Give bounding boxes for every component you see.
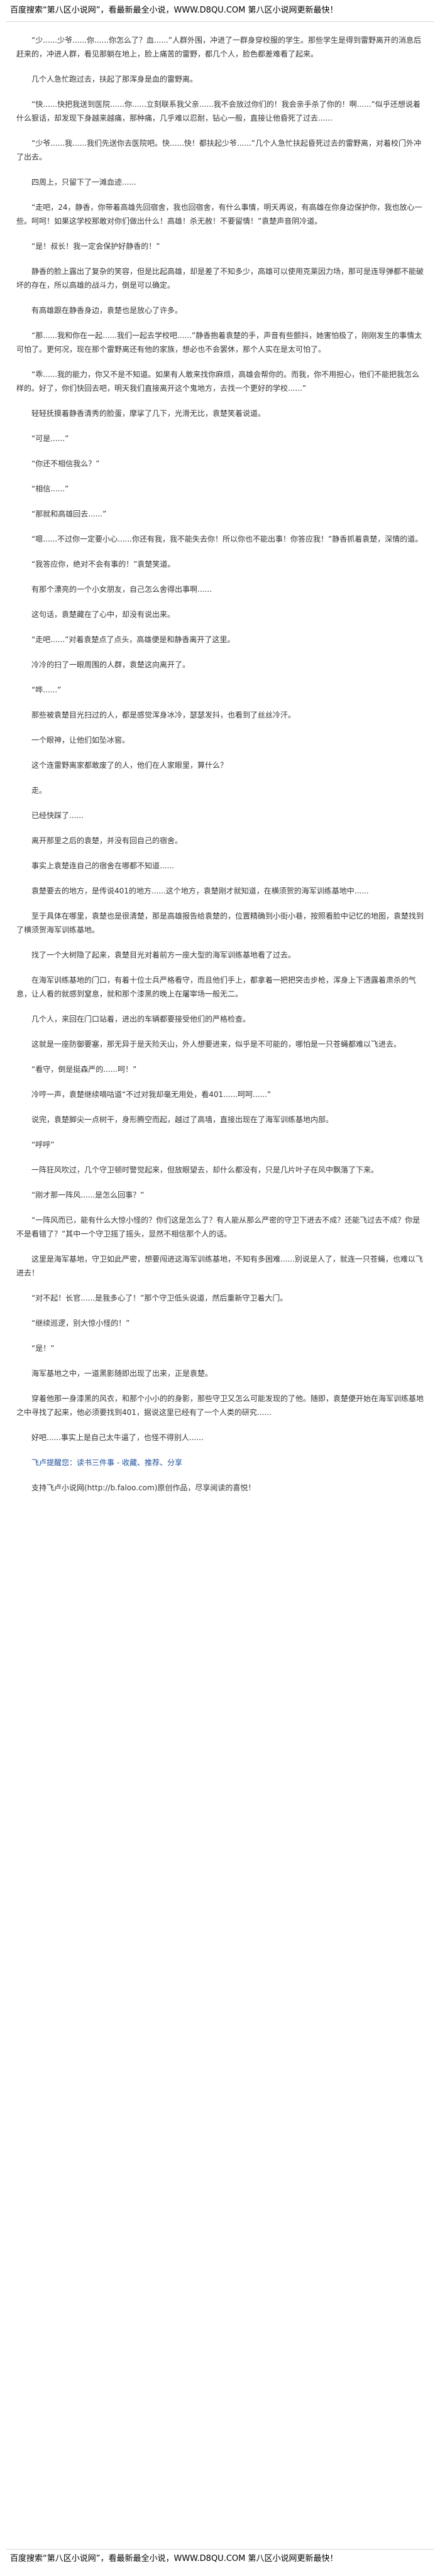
paragraph: 那些被袁楚目光扫过的人，都是感觉浑身冰冷，瑟瑟发抖，也看到了丝丝冷汗。 bbox=[31, 711, 296, 719]
paragraph: 一阵狂风吹过，几个守卫顿时警觉起来，但放眼望去，却什么都没有，只是几片叶子在风中… bbox=[31, 1165, 379, 1174]
paragraph: 说完，袁楚脚尖一点树干，身形腾空而起，越过了高墙，直接出现在了海军训练基地内部。 bbox=[31, 1115, 334, 1124]
paragraph: “那......我和你在一起......我们一起去学校吧......”静香抱着袁… bbox=[16, 331, 422, 354]
paragraph: “看守，倒是挺森严的......呵！” bbox=[31, 1065, 137, 1074]
paragraph: “是！” bbox=[31, 1344, 55, 1353]
bottom-banner: 百度搜索“第八区小说网”，看最新最全小说，WWW.D8QU.COM 第八区小说网… bbox=[6, 2549, 434, 2568]
paragraph: 轻轻抚摸着静香清秀的脸蛋，摩挲了几下，光滑无比，袁楚笑着说道。 bbox=[31, 409, 266, 418]
paragraph: 几个人急忙跑过去，扶起了那浑身是血的雷野离。 bbox=[31, 75, 198, 84]
paragraph: 冷冷的扫了一眼周围的人群，袁楚这向离开了。 bbox=[31, 660, 190, 669]
paragraph: “少......少爷......你......你怎么了？血......”人群外围… bbox=[16, 36, 421, 58]
paragraph: 至于具体在哪里，袁楚也是很清楚，那是高雄报告给袁楚的，位置精确到小街小巷，按照看… bbox=[16, 912, 424, 934]
paragraph: “少爷......我......我们先送你去医院吧。快......快！都扶起少爷… bbox=[16, 139, 421, 161]
paragraph: 冷哼一声，袁楚继续嘀咕道“不过对我却毫无用处，看401......呵呵.....… bbox=[31, 1090, 272, 1099]
paragraph: 有那个漂亮的一个小女朋友，自己怎么舍得出事啊...... bbox=[31, 585, 212, 594]
paragraph: 一个眼神，让他们如坠冰窖。 bbox=[31, 736, 130, 745]
paragraph: 海军基地之中，一道黑影随即出现了出来，正是袁楚。 bbox=[31, 1369, 213, 1378]
paragraph: 找了一个大树隐了起来，袁楚目光对着前方一座大型的海军训练基地看了过去。 bbox=[31, 951, 296, 959]
paragraph: 四周上，只留下了一滩血迹...... bbox=[31, 178, 136, 187]
read-reminder: 飞卢提醒您：读书三件事 - 收藏、推荐、分享 bbox=[31, 1458, 182, 1467]
paragraph: 在海军训练基地的门口，有着十位士兵严格看守，而且他们手上，都拿着一把把突击步枪，… bbox=[16, 976, 417, 998]
paragraph: 这个连雷野离家都敢废了的人，他们在人家眼里，算什么？ bbox=[31, 761, 228, 770]
paragraph: 有高雄跟在静香身边，袁楚也是放心了许多。 bbox=[31, 306, 183, 315]
paragraph: 静香的脸上露出了复杂的笑容，但是比起高雄，却是差了不知多少，高雄可以使用克莱因力… bbox=[16, 267, 424, 290]
top-banner: 百度搜索“第八区小说网”，看最新最全小说，WWW.D8QU.COM 第八区小说网… bbox=[6, 0, 434, 22]
article-content: “少......少爷......你......你怎么了？血......”人群外围… bbox=[6, 22, 434, 1495]
paragraph: “继续巡逻，别大惊小怪的！” bbox=[31, 1319, 130, 1328]
paragraph: “你还不相信我么？” bbox=[31, 459, 100, 468]
paragraph: “嗯......不过你一定要小心......你还有我，我不能失去你！所以你也不能… bbox=[31, 535, 423, 543]
paragraph: 离开那里之后的袁楚，并没有回自己的宿舍。 bbox=[31, 836, 183, 845]
paragraph: “相信......” bbox=[31, 484, 69, 493]
top-banner-text: 百度搜索“第八区小说网”，看最新最全小说，WWW.D8QU.COM 第八区小说网… bbox=[10, 6, 338, 15]
paragraph: “哗......” bbox=[31, 685, 62, 694]
paragraph: “走吧......”对着袁楚点了点头，高雄便是和静香离开了这里。 bbox=[31, 635, 235, 644]
paragraph: 这就是一座防御要塞，那无异于是天险天山，外人想要进来，似乎是不可能的，哪怕是一只… bbox=[31, 1040, 402, 1049]
paragraph: 这里是海军基地，守卫如此严密，想要闯进这海军训练基地，不知有多困难......别… bbox=[16, 1255, 423, 1277]
paragraph: 事实上袁楚连自己的宿舍在哪都不知道...... bbox=[31, 861, 174, 870]
paragraph: “那就和高雄回去......” bbox=[31, 510, 107, 518]
paragraph: “乖......我的能力，你又不是不知道。如果有人敢来找你麻烦，高雄会帮你的。而… bbox=[16, 370, 420, 393]
paragraph: “走吧，24，静香，你带着高雄先回宿舍，我也回宿舍，有什么事情，明天再说，有高雄… bbox=[16, 203, 422, 226]
paragraph: “我答应你，绝对不会有事的！”袁楚笑道。 bbox=[31, 560, 175, 569]
paragraph: 这句话，袁楚藏在了心中，却没有说出来。 bbox=[31, 610, 175, 619]
bottom-banner-text: 百度搜索“第八区小说网”，看最新最全小说，WWW.D8QU.COM 第八区小说网… bbox=[10, 2554, 338, 2563]
paragraph: 几个人，来回在门口站着，进出的车辆都要接受他们的严格检查。 bbox=[31, 1015, 251, 1023]
paragraph: 袁楚要去的地方，是传说401的地方......这个地方，袁楚刚才就知道，在横须贺… bbox=[31, 887, 369, 895]
paragraph: 走。 bbox=[31, 786, 47, 795]
paragraph: 已经快踩了...... bbox=[31, 811, 84, 820]
paragraph: 好吧......事实上是自己太牛逼了，也怪不得别人...... bbox=[31, 1433, 204, 1442]
paragraph: “刚才那一阵风......是怎么回事？” bbox=[31, 1191, 145, 1199]
paragraph: “呼呼” bbox=[31, 1140, 55, 1149]
paragraph: “快......快把我送到医院......你......立刻联系我父亲.....… bbox=[16, 100, 421, 123]
paragraph: “对不起！长官......是我多心了！”那个守卫低头说道，然后重新守卫着大门。 bbox=[31, 1294, 288, 1302]
paragraph: 穿着他那一身漆黑的风衣，和那个小小的的身影，那些守卫又怎么可能发现的了他。随即，… bbox=[16, 1394, 424, 1417]
paragraph: “可是......” bbox=[31, 434, 69, 443]
paragraph: “是！叔长！我一定会保护好静香的！” bbox=[31, 242, 160, 251]
paragraph: “一阵风而已，能有什么大惊小怪的？你们这是怎么了？有人能从那么严密的守卫下进去不… bbox=[16, 1216, 421, 1238]
support-note[interactable]: 支持飞卢小说网(http://b.faloo.com)原创作品，尽享阅读的喜悦！ bbox=[31, 1483, 256, 1492]
